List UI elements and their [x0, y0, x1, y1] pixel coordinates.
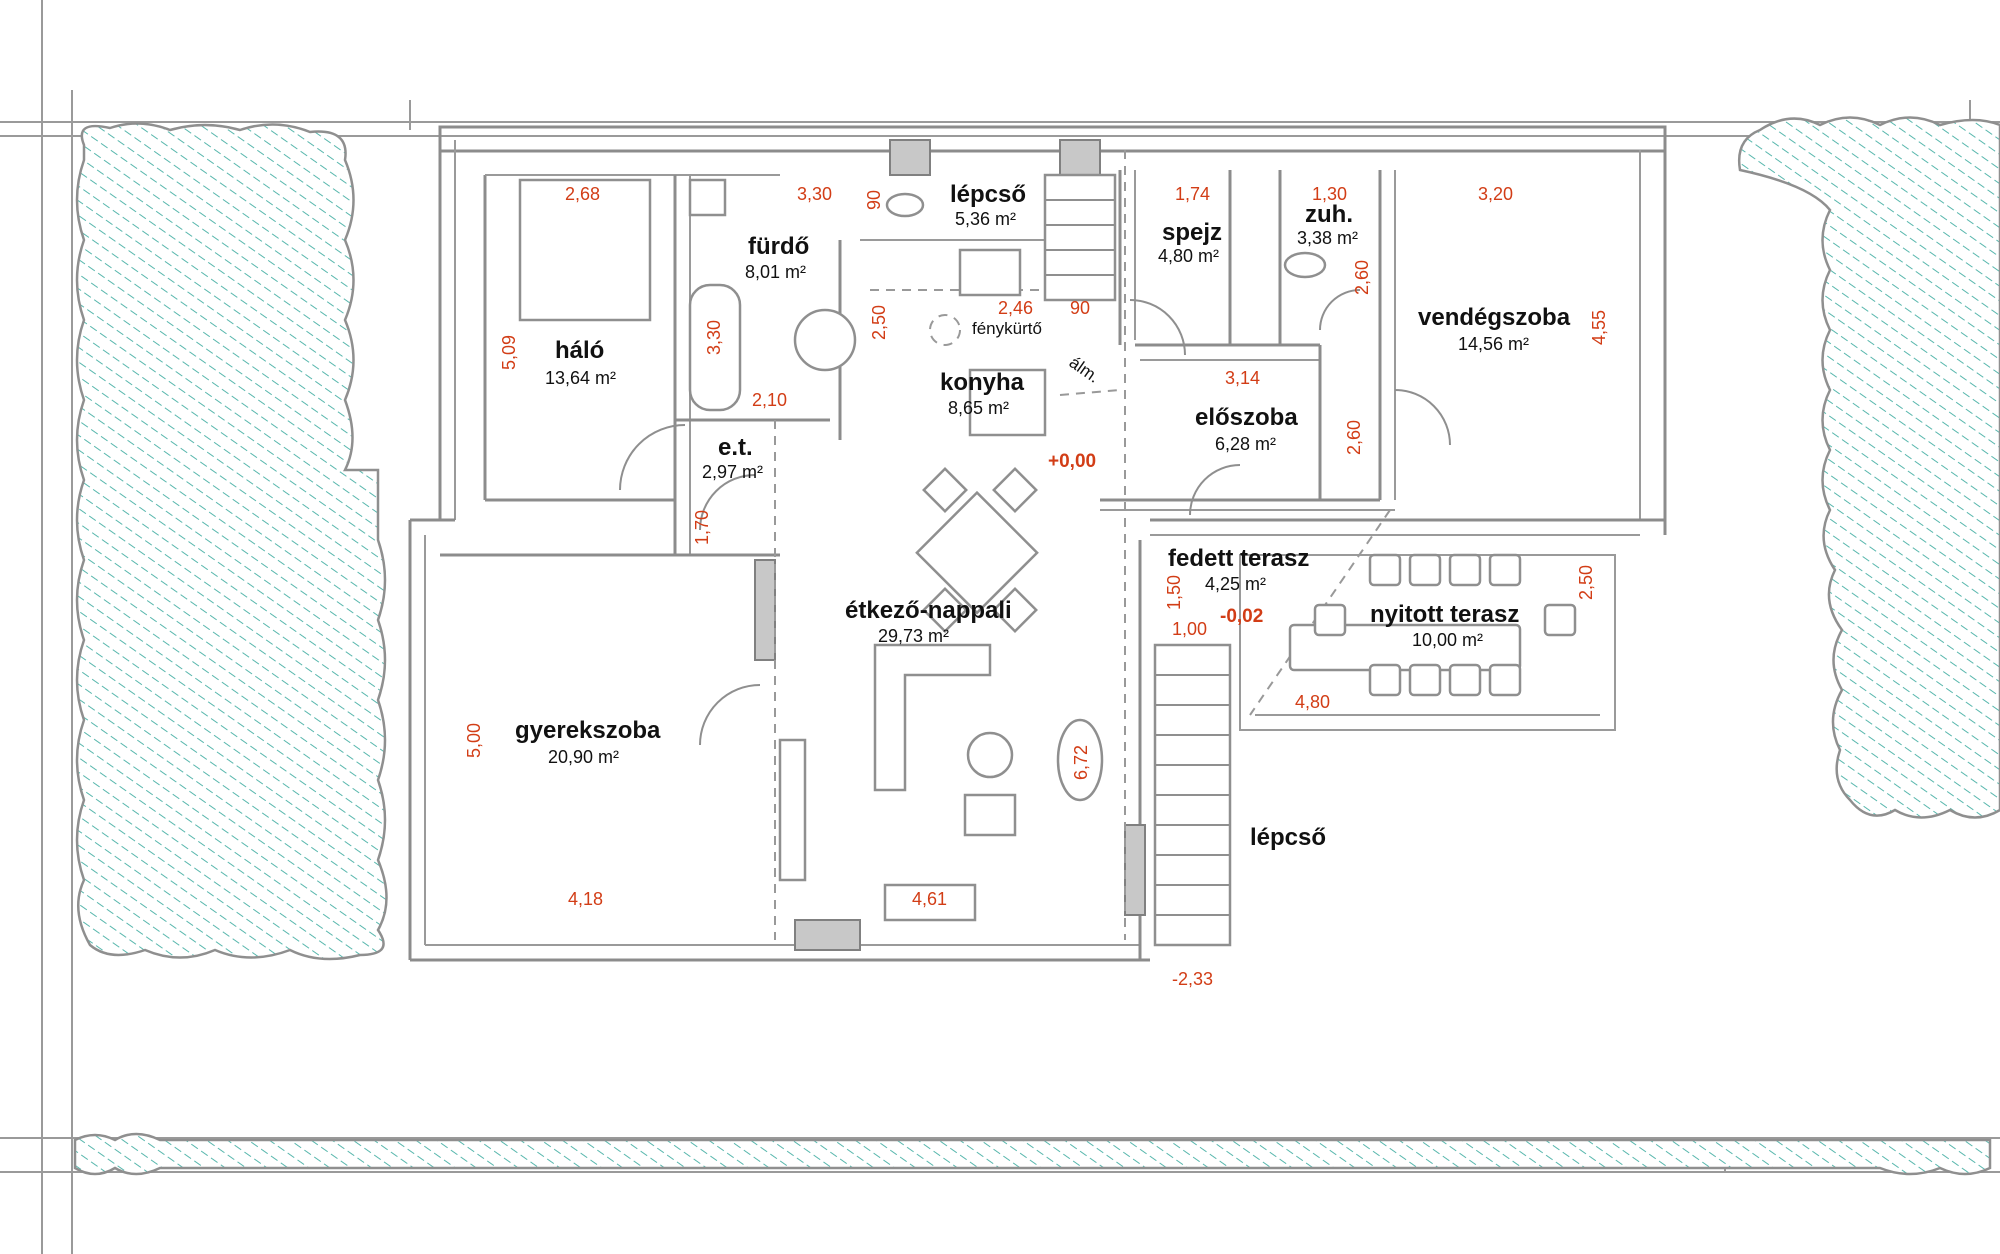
boiler — [688, 178, 727, 217]
bathtub — [688, 283, 742, 412]
level-ground: +0,00 — [1048, 451, 1096, 472]
room-eloszoba-area: 6,28 m² — [1215, 434, 1276, 454]
level-terrace: -0,02 — [1220, 606, 1263, 627]
walls — [408, 125, 1667, 962]
dim-314: 3,14 — [1225, 368, 1260, 388]
dim-672: 6,72 — [1071, 745, 1091, 780]
dim-90b: 90 — [1070, 298, 1090, 318]
room-halo-name: háló — [555, 337, 604, 364]
dim-246: 2,46 — [998, 298, 1033, 318]
room-nyitott-terasz-area: 10,00 m² — [1412, 630, 1483, 650]
room-spejz-area: 4,80 m² — [1158, 246, 1219, 266]
room-furdo-name: fürdő — [748, 233, 809, 260]
cabinet — [778, 738, 807, 882]
sofa — [873, 643, 992, 792]
dim-150: 1,50 — [1164, 575, 1184, 610]
dim-330-top: 3,30 — [797, 184, 832, 204]
kitchen-island — [968, 368, 1047, 437]
coffee-table — [966, 731, 1014, 779]
room-eloszoba-name: előszoba — [1195, 404, 1298, 431]
level-bottom: -2,33 — [1172, 969, 1213, 989]
room-konyha-area: 8,65 m² — [948, 398, 1009, 418]
dim-260a: 2,60 — [1352, 260, 1372, 295]
dim-455: 4,55 — [1589, 310, 1609, 345]
hedge-left — [75, 122, 388, 961]
label-fenykurto: fénykürtő — [972, 319, 1042, 338]
sideboard — [883, 883, 977, 922]
dim-500: 5,00 — [464, 723, 484, 758]
room-fedett-terasz-area: 4,25 m² — [1205, 574, 1266, 594]
room-gyerekszoba-area: 20,90 m² — [548, 747, 619, 767]
dim-461: 4,61 — [912, 889, 947, 909]
armchair — [963, 793, 1017, 837]
room-halo-area: 13,64 m² — [545, 368, 616, 388]
room-lepcso-bottom-name: lépcső — [1250, 824, 1326, 851]
dim-418: 4,18 — [568, 889, 603, 909]
room-etkezo-nappali-name: étkező-nappali — [845, 597, 1012, 624]
room-gyerekszoba-name: gyerekszoba — [515, 717, 661, 744]
room-furdo-area: 8,01 m² — [745, 262, 806, 282]
dim-509: 5,09 — [499, 335, 519, 370]
dashed-lines — [774, 150, 1391, 940]
dim-268: 2,68 — [565, 184, 600, 204]
level-marks: +0,00 -0,02 -2,33 — [1048, 451, 1263, 989]
room-nyitott-terasz-name: nyitott terasz — [1370, 601, 1519, 628]
dim-130: 1,30 — [1312, 184, 1347, 204]
dim-320: 3,20 — [1478, 184, 1513, 204]
dim-260b: 2,60 — [1344, 420, 1364, 455]
outdoor-staircase — [1153, 643, 1232, 947]
rug — [1056, 718, 1104, 802]
room-lepcso-top-name: lépcső — [950, 181, 1026, 208]
dim-250: 2,50 — [869, 305, 889, 340]
dim-480: 4,80 — [1295, 692, 1330, 712]
room-fedett-terasz-name: fedett terasz — [1168, 545, 1309, 572]
label-alm: álm. — [1066, 353, 1103, 387]
bed — [518, 178, 652, 322]
toilet-top — [885, 192, 925, 218]
stove — [958, 248, 1022, 297]
doors — [619, 289, 1451, 746]
wall-hatch — [754, 139, 1146, 951]
dim-250b: 2,50 — [1576, 565, 1596, 600]
furniture — [518, 178, 1577, 922]
washbasin — [793, 308, 857, 372]
dim-330-v: 3,30 — [704, 320, 724, 355]
room-vendegszoba-area: 14,56 m² — [1458, 334, 1529, 354]
hedge-bottom — [73, 1132, 1992, 1176]
room-spejz-name: spejz — [1162, 219, 1222, 246]
dim-210: 2,10 — [752, 390, 787, 410]
room-vendegszoba-name: vendégszoba — [1418, 304, 1571, 331]
room-zuh-name: zuh. — [1305, 201, 1353, 228]
dining-table — [915, 490, 1039, 615]
room-etkezo-nappali-area: 29,73 m² — [878, 626, 949, 646]
dim-100: 1,00 — [1172, 619, 1207, 639]
terrace-table — [1288, 623, 1522, 672]
dim-170: 1,70 — [692, 510, 712, 545]
top-staircase — [1043, 173, 1117, 302]
hedge-right — [1737, 116, 2000, 819]
room-et-area: 2,97 m² — [702, 462, 763, 482]
dim-174: 1,74 — [1175, 184, 1210, 204]
room-zuh-area: 3,38 m² — [1297, 228, 1358, 248]
room-et-name: e.t. — [718, 434, 753, 461]
room-lepcso-top-area: 5,36 m² — [955, 209, 1016, 229]
room-labels: háló 13,64 m² fürdő 8,01 m² lépcső 5,36 … — [515, 181, 1571, 851]
toilet-zuh — [1283, 251, 1327, 279]
dimension-labels: 2,68 3,30 90 1,74 1,30 3,20 2,60 4,55 5,… — [464, 184, 1609, 909]
room-konyha-name: konyha — [940, 369, 1025, 396]
dim-90a: 90 — [864, 190, 884, 210]
